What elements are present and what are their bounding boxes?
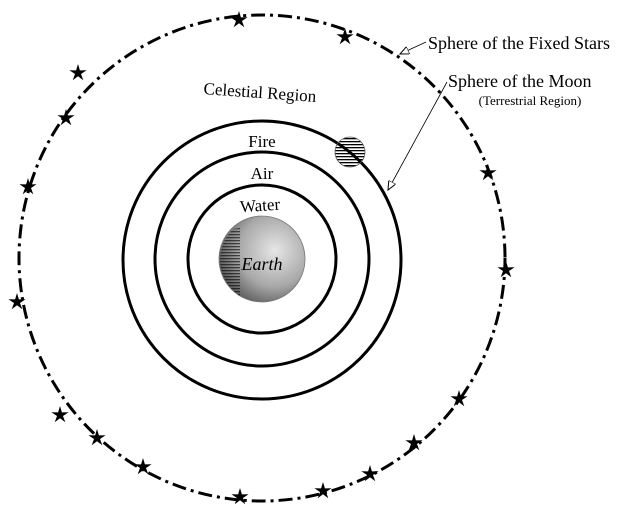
star-icon	[51, 406, 69, 423]
moon-sphere-pointer	[388, 81, 448, 190]
moon	[334, 136, 366, 168]
star-icon	[479, 164, 497, 181]
star-icon	[361, 465, 379, 482]
label-terrestrial-region: (Terrestrial Region)	[479, 93, 582, 108]
label-water: Water	[239, 195, 281, 217]
sphere-of-moon-fire	[121, 119, 403, 401]
label-fire: Fire	[248, 132, 275, 151]
star-icon	[405, 434, 423, 451]
earth-shading	[220, 228, 240, 296]
label-moon-sphere: Sphere of the Moon	[448, 71, 591, 91]
label-fixed-stars: Sphere of the Fixed Stars	[428, 33, 610, 53]
star-icon	[19, 178, 37, 195]
fixed-stars-pointer	[400, 41, 427, 54]
star-icon	[314, 482, 332, 499]
star-icon	[450, 390, 468, 407]
star-icon	[231, 488, 249, 505]
sphere-of-fixed-stars	[17, 13, 507, 503]
star-icon	[336, 28, 354, 45]
star-icon	[134, 458, 152, 475]
star-icon	[497, 261, 515, 278]
label-earth: Earth	[240, 254, 282, 274]
fixed-stars	[8, 11, 515, 505]
star-icon	[88, 429, 106, 446]
star-icon	[8, 293, 26, 310]
star-icon	[57, 109, 75, 126]
label-air: Air	[251, 164, 274, 183]
star-icon	[230, 11, 248, 28]
sphere-air	[153, 150, 371, 368]
earth-globe	[218, 215, 306, 303]
sphere-water	[186, 183, 338, 335]
label-celestial-region: Celestial Region	[203, 79, 317, 106]
star-icon	[69, 64, 87, 81]
